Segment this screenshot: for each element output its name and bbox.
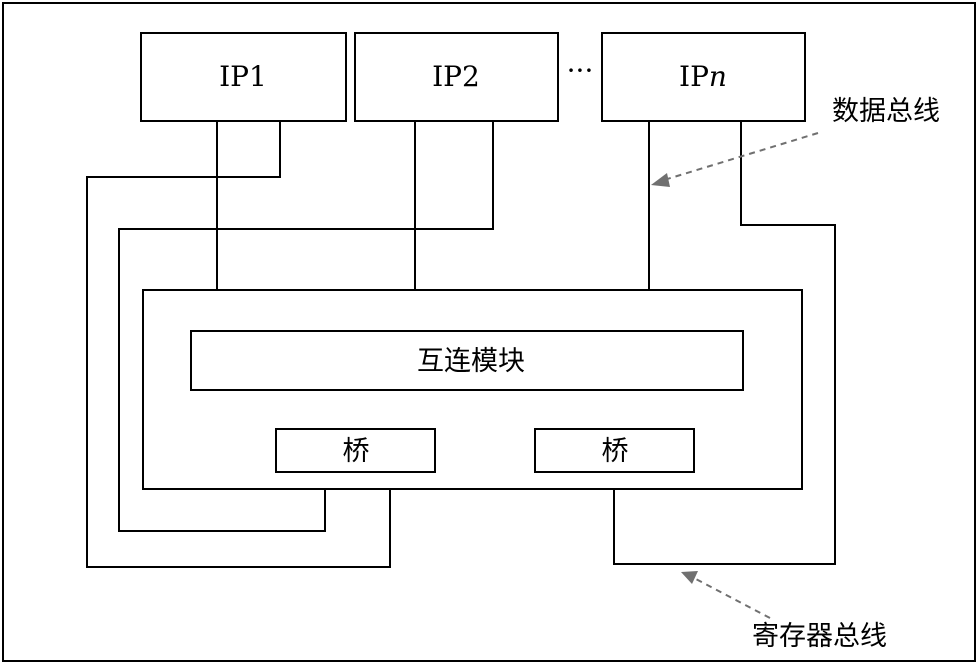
register-bus-wires [86, 122, 836, 568]
ip-block-n: IPn [601, 32, 806, 122]
register-bus-label: 寄存器总线 [752, 621, 887, 652]
bridge-left: 桥 [275, 428, 436, 473]
register-wire-ip2 [118, 122, 494, 532]
ip-block-n-label: IPn [679, 60, 727, 93]
register-bus-callout: 寄存器总线 [681, 571, 887, 652]
register-wire-ipn [613, 122, 836, 565]
bridge-left-box [275, 428, 436, 473]
ip-block-2-box [354, 32, 559, 122]
ip-block-1-box [140, 32, 347, 122]
interconnect-module: 互连模块 [190, 330, 744, 391]
bridge-left-label: 桥 [343, 436, 370, 467]
data-bus-pointer-line [663, 132, 819, 181]
data-bus-callout: 数据总线 [651, 96, 940, 187]
ip-ellipsis: ··· [567, 54, 594, 87]
ip-block-2-label: IP2 [432, 60, 480, 93]
register-wire-ip1 [86, 122, 391, 568]
bridge-right: 桥 [534, 428, 695, 473]
interconnect-module-box [190, 330, 744, 391]
data-bus-wires [216, 122, 650, 290]
register-bus-pointer-line [693, 577, 771, 619]
bridge-right-box [534, 428, 695, 473]
data-bus-label: 数据总线 [832, 96, 940, 127]
ip-block-2: IP2 [354, 32, 559, 122]
ip-block-1-label: IP1 [219, 60, 267, 93]
interconnect-module-label: 互连模块 [417, 346, 525, 377]
bridge-right-label: 桥 [602, 436, 629, 467]
register-bus-arrowhead [681, 571, 698, 584]
ip-block-n-box [601, 32, 806, 122]
ip-block-1: IP1 [140, 32, 347, 122]
data-bus-arrowhead [651, 173, 670, 187]
